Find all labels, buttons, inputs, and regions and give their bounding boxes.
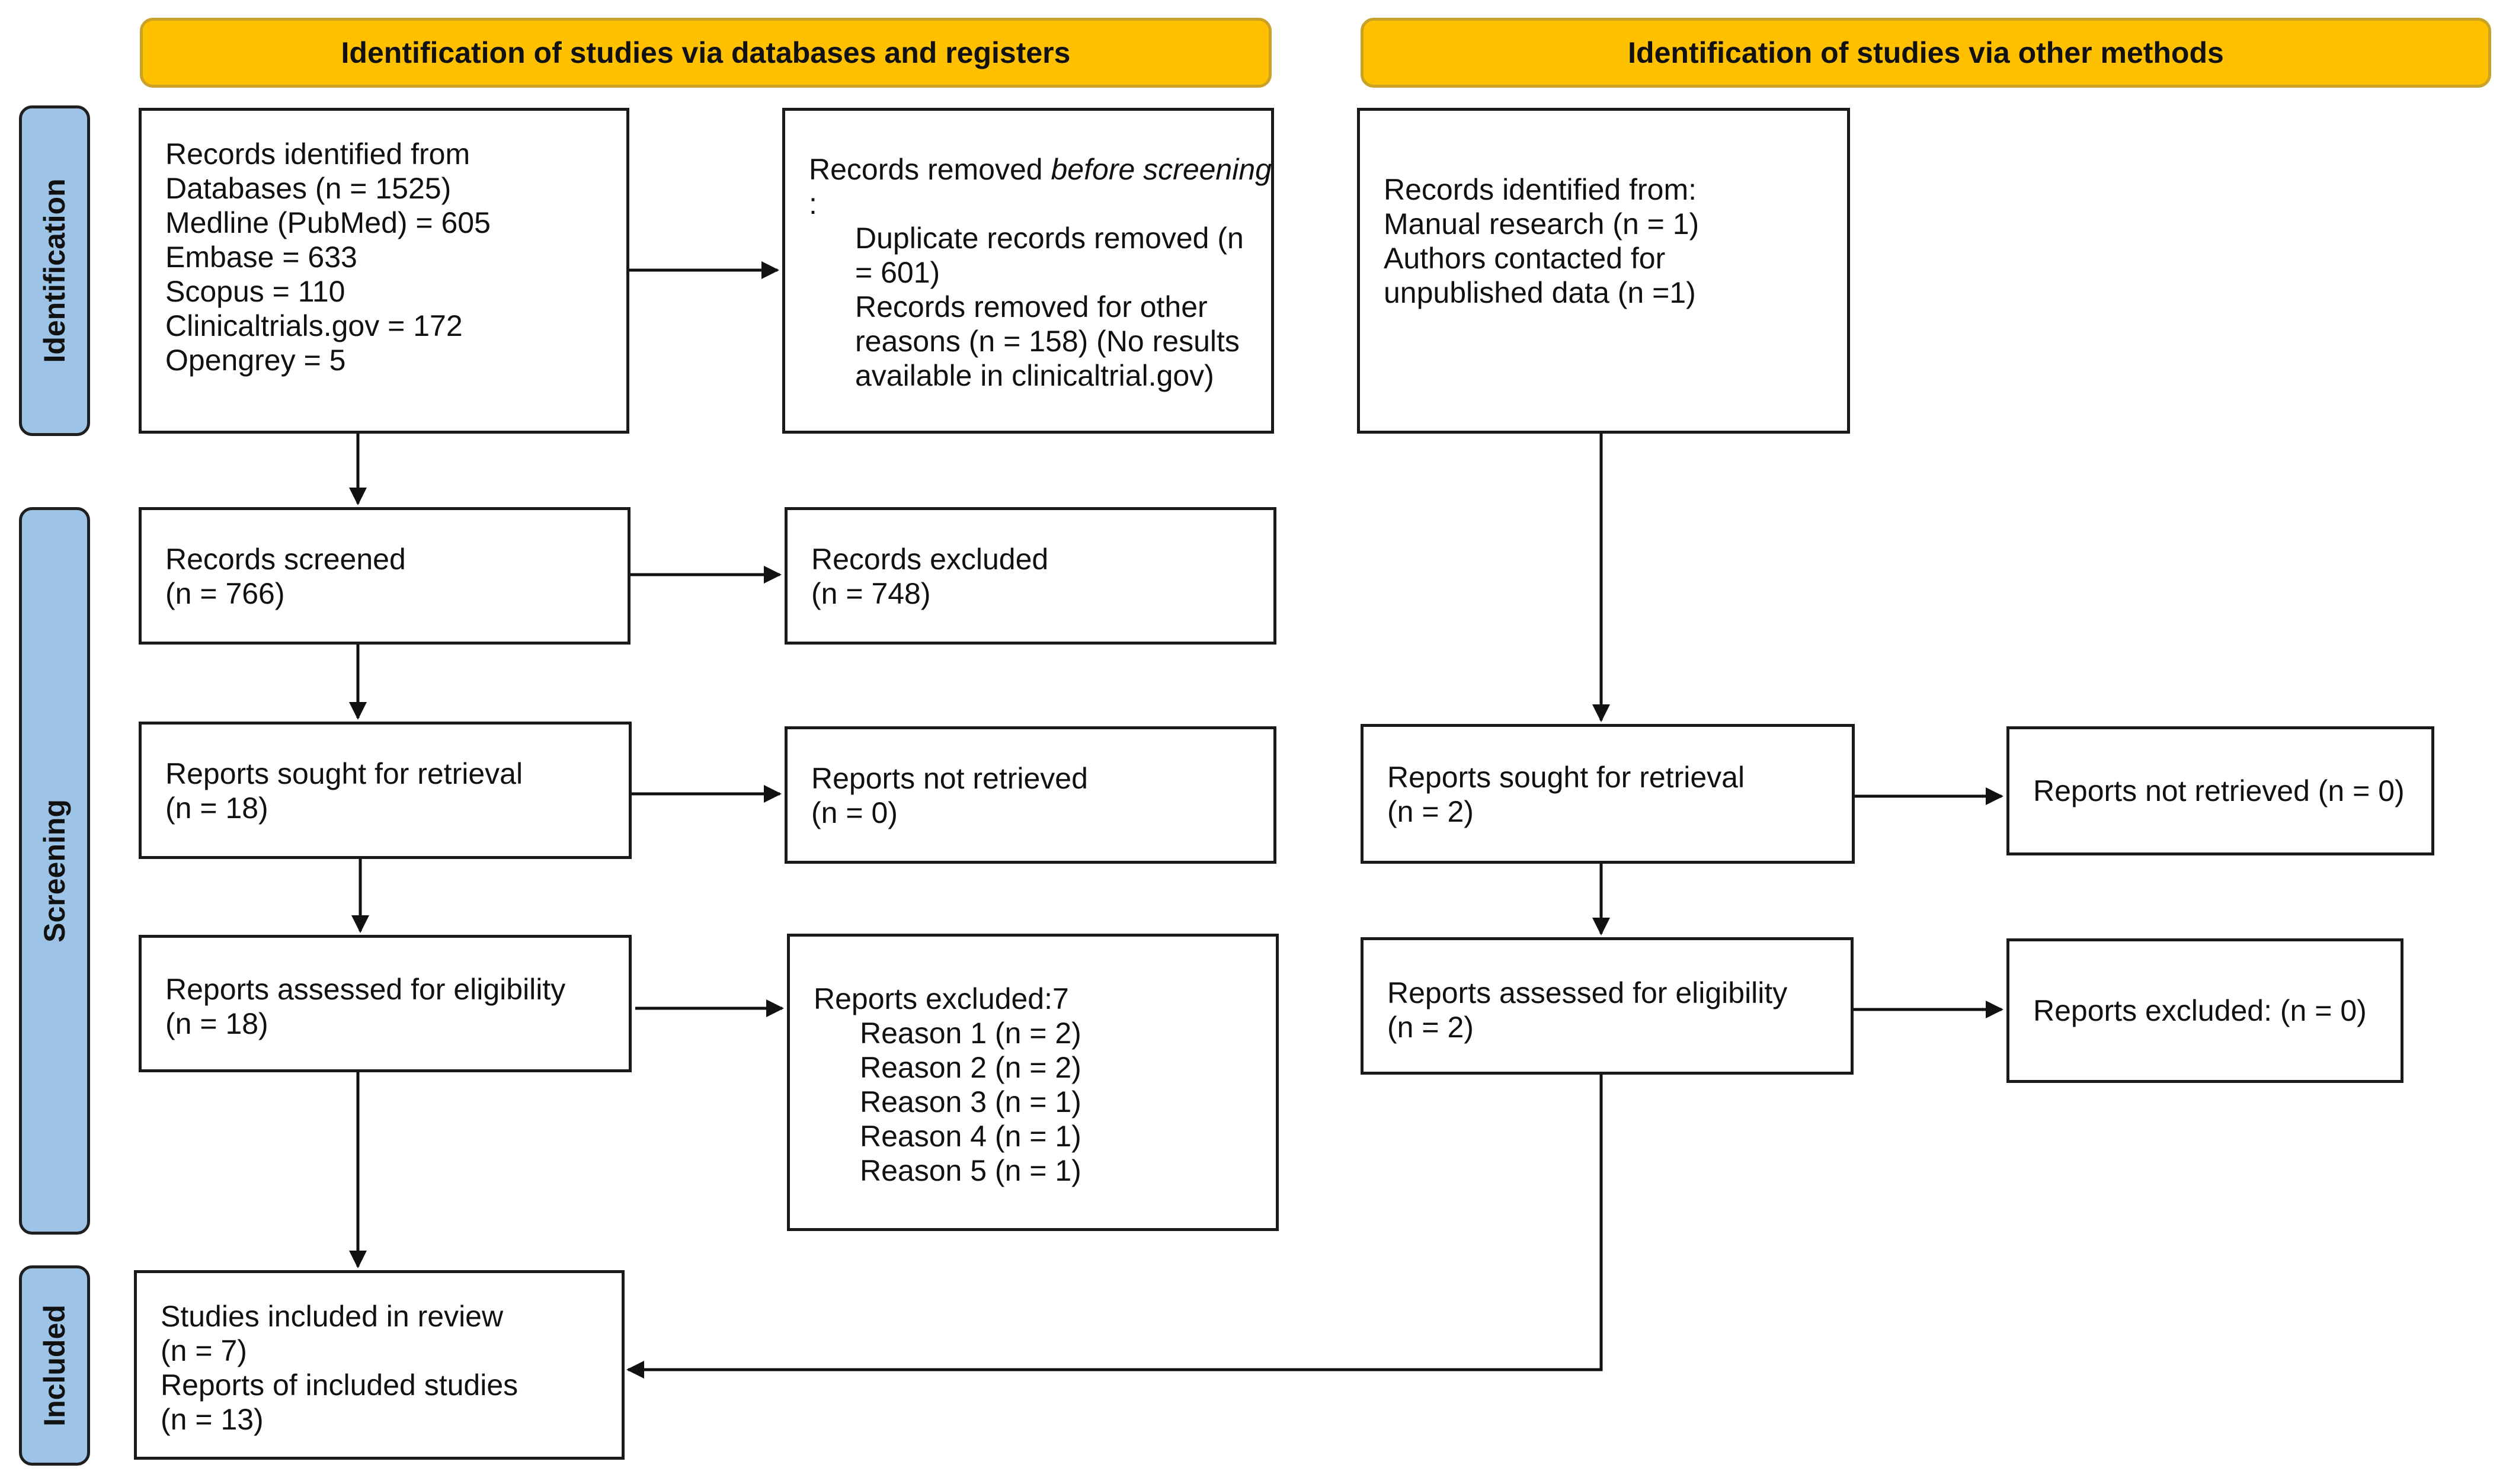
- db-reports-excluded-title: Reports excluded:7: [814, 982, 1069, 1015]
- header-other-methods: Identification of studies via other meth…: [1361, 18, 2491, 88]
- other-identified-line: Authors contacted for: [1384, 242, 1666, 275]
- db-reports-sought-count: (n = 18): [165, 791, 268, 825]
- other-identified-line: unpublished data (n =1): [1384, 276, 1696, 309]
- records-identified-line: Records identified from: [165, 137, 471, 171]
- db-reports-excluded-box: Reports excluded:7 Reason 1 (n = 2) Reas…: [787, 934, 1279, 1231]
- studies-included-count: (n = 7): [161, 1334, 247, 1367]
- header-databases-label: Identification of studies via databases …: [341, 36, 1071, 69]
- records-identified-line: Embase = 633: [165, 241, 357, 274]
- db-reports-assessed-box: Reports assessed for eligibility (n = 18…: [139, 935, 632, 1072]
- records-identified-line: Opengrey = 5: [165, 344, 346, 377]
- records-screened-label: Records screened: [165, 543, 406, 576]
- other-identified-line: Records identified from:: [1384, 173, 1697, 206]
- exclusion-reason: Reason 4 (n = 1): [860, 1120, 1081, 1153]
- db-reports-sought-label: Reports sought for retrieval: [165, 757, 523, 790]
- exclusion-reason: Reason 1 (n = 2): [860, 1017, 1081, 1050]
- db-reports-not-retrieved-box: Reports not retrieved (n = 0): [785, 726, 1276, 864]
- db-reports-not-retrieved-count: (n = 0): [811, 796, 898, 829]
- other-reports-excluded-label: Reports excluded: (n = 0): [2033, 994, 2367, 1027]
- records-removed-box: Records removed before screening : Dupli…: [782, 108, 1274, 434]
- records-identified-line: Scopus = 110: [165, 275, 345, 308]
- exclusion-reason: Reason 3 (n = 1): [860, 1085, 1081, 1118]
- reports-included-count: (n = 13): [161, 1403, 264, 1436]
- records-removed-heading: Records removed before screening: [809, 153, 1272, 186]
- db-reports-assessed-count: (n = 18): [165, 1007, 268, 1040]
- studies-included-box: Studies included in review (n = 7) Repor…: [134, 1270, 625, 1460]
- other-reports-not-retrieved-box: Reports not retrieved (n = 0): [2006, 726, 2434, 855]
- other-reports-excluded-box: Reports excluded: (n = 0): [2006, 938, 2403, 1083]
- db-reports-sought-box: Reports sought for retrieval (n = 18): [139, 722, 632, 859]
- records-removed-item: = 601): [855, 256, 940, 289]
- other-reports-sought-label: Reports sought for retrieval: [1387, 761, 1745, 794]
- other-reports-assessed-box: Reports assessed for eligibility (n = 2): [1361, 937, 1854, 1075]
- records-identified-other-box: Records identified from: Manual research…: [1357, 108, 1850, 434]
- records-removed-heading-end: :: [809, 187, 817, 220]
- other-reports-assessed-label: Reports assessed for eligibility: [1387, 976, 1788, 1009]
- records-excluded-label: Records excluded: [811, 543, 1049, 576]
- records-identified-line: Databases (n = 1525): [165, 172, 452, 205]
- other-reports-assessed-count: (n = 2): [1387, 1011, 1474, 1044]
- records-identified-line: Clinicaltrials.gov = 172: [165, 309, 463, 342]
- records-removed-item: available in clinicaltrial.gov): [855, 359, 1214, 392]
- other-identified-line: Manual research (n = 1): [1384, 207, 1700, 241]
- header-databases-registers: Identification of studies via databases …: [140, 18, 1272, 88]
- records-excluded-count: (n = 748): [811, 577, 931, 610]
- reports-included-label: Reports of included studies: [161, 1368, 519, 1402]
- records-identified-line: Medline (PubMed) = 605: [165, 206, 491, 239]
- exclusion-reason: Reason 5 (n = 1): [860, 1154, 1081, 1187]
- db-reports-assessed-label: Reports assessed for eligibility: [165, 973, 566, 1006]
- studies-included-label: Studies included in review: [161, 1300, 504, 1333]
- records-removed-item: reasons (n = 158) (No results: [855, 325, 1240, 358]
- phase-screening: Screening: [19, 507, 90, 1235]
- arrow-other-assessed-to-included: [626, 1075, 1603, 1379]
- phase-identification: Identification: [19, 105, 90, 436]
- records-removed-item: Duplicate records removed (n: [855, 222, 1244, 255]
- phase-included: Included: [19, 1265, 90, 1466]
- other-reports-sought-count: (n = 2): [1387, 795, 1474, 828]
- db-reports-not-retrieved-label: Reports not retrieved: [811, 762, 1088, 795]
- other-reports-sought-box: Reports sought for retrieval (n = 2): [1361, 724, 1855, 864]
- records-excluded-box: Records excluded (n = 748): [785, 507, 1276, 645]
- header-other-label: Identification of studies via other meth…: [1628, 36, 2224, 69]
- records-identified-databases-box: Records identified from Databases (n = 1…: [139, 108, 629, 434]
- records-screened-box: Records screened (n = 766): [139, 507, 630, 645]
- records-removed-item: Records removed for other: [855, 290, 1208, 323]
- other-reports-not-retrieved-label: Reports not retrieved (n = 0): [2033, 774, 2405, 807]
- records-screened-count: (n = 766): [165, 577, 285, 610]
- exclusion-reason: Reason 2 (n = 2): [860, 1051, 1081, 1084]
